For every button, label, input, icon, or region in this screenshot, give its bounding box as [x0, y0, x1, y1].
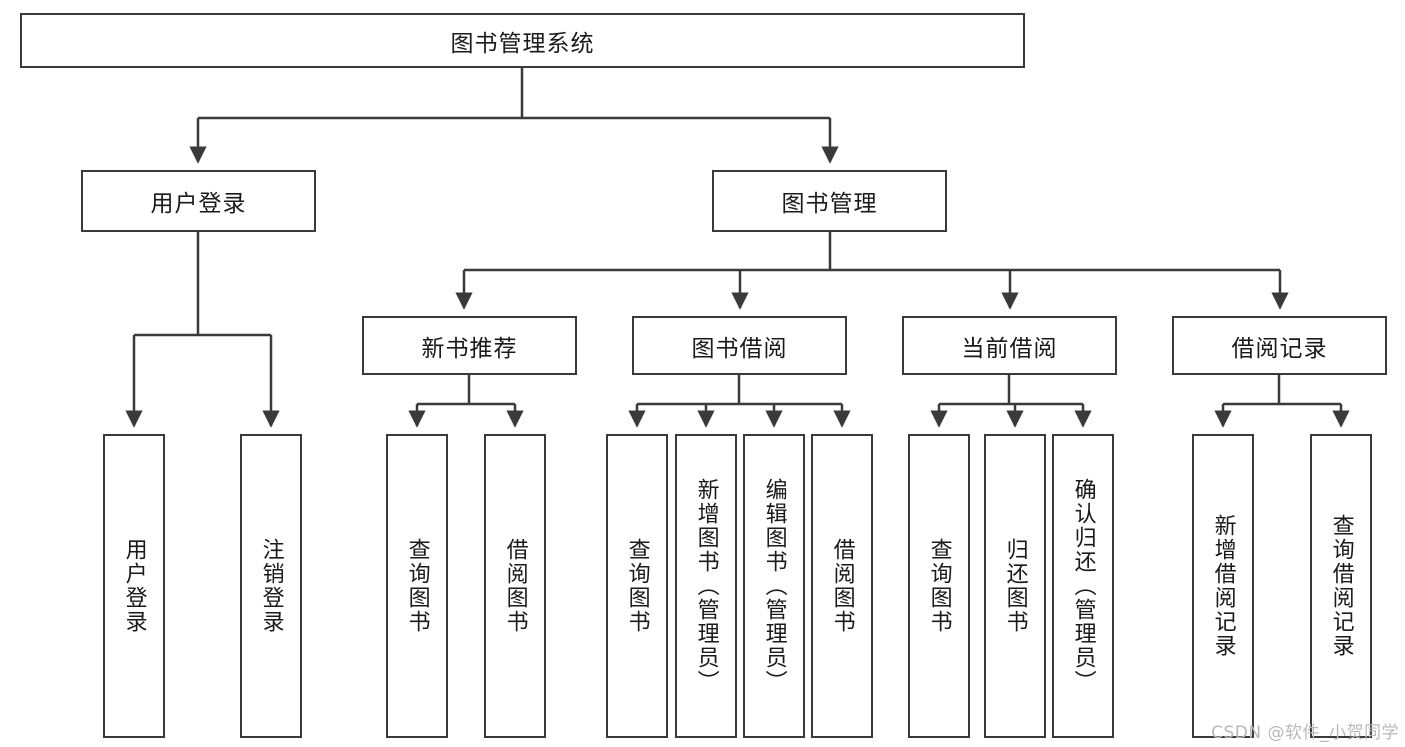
leaf-label: 注销登录 [258, 538, 284, 634]
leaf-label: 编辑图书（管理员） [761, 478, 787, 694]
leaf-node[interactable]: 编辑图书（管理员） [743, 434, 805, 738]
leaf-node[interactable]: 查询图书 [908, 434, 970, 738]
leaf-node[interactable]: 查询借阅记录 [1310, 434, 1372, 738]
leaf-label: 确认归还（管理员） [1070, 478, 1096, 694]
leaf-label: 新增借阅记录 [1210, 514, 1236, 658]
leaf-node[interactable]: 借阅图书 [484, 434, 546, 738]
leaf-label: 查询图书 [624, 538, 650, 634]
leaf-node[interactable]: 查询图书 [386, 434, 448, 738]
leaf-label: 新增图书（管理员） [693, 478, 719, 694]
leaf-node[interactable]: 查询图书 [606, 434, 668, 738]
leaf-label: 用户登录 [121, 538, 147, 634]
node-current-borrow[interactable]: 当前借阅 [902, 316, 1117, 375]
node-book-borrow-label: 图书借阅 [691, 335, 788, 362]
node-new-book-recommend[interactable]: 新书推荐 [362, 316, 577, 375]
leaf-label: 借阅图书 [829, 538, 855, 634]
leaf-label: 归还图书 [1002, 538, 1028, 634]
node-book-management-label: 图书管理 [781, 191, 878, 217]
node-user-login-label: 用户登录 [150, 191, 247, 217]
leaf-label: 查询图书 [404, 538, 430, 634]
node-root-label: 图书管理系统 [450, 30, 595, 57]
node-root[interactable]: 图书管理系统 [20, 13, 1025, 68]
leaf-node[interactable]: 借阅图书 [811, 434, 873, 738]
leaf-node[interactable]: 归还图书 [984, 434, 1046, 738]
leaf-node[interactable]: 新增借阅记录 [1192, 434, 1254, 738]
leaf-node[interactable]: 注销登录 [240, 434, 302, 738]
node-book-borrow[interactable]: 图书借阅 [632, 316, 847, 375]
leaf-label: 借阅图书 [502, 538, 528, 634]
node-user-login[interactable]: 用户登录 [81, 170, 316, 232]
leaf-node[interactable]: 确认归还（管理员） [1052, 434, 1114, 738]
leaf-node[interactable]: 用户登录 [103, 434, 165, 738]
node-new-book-recommend-label: 新书推荐 [421, 335, 518, 362]
node-current-borrow-label: 当前借阅 [961, 335, 1058, 362]
node-book-management[interactable]: 图书管理 [712, 170, 947, 232]
watermark: CSDN @软件_小贺同学 [1211, 723, 1399, 743]
leaf-node[interactable]: 新增图书（管理员） [675, 434, 737, 738]
node-borrow-records-label: 借阅记录 [1231, 335, 1328, 362]
leaf-label: 查询图书 [926, 538, 952, 634]
node-borrow-records[interactable]: 借阅记录 [1172, 316, 1387, 375]
leaf-label: 查询借阅记录 [1328, 514, 1354, 658]
